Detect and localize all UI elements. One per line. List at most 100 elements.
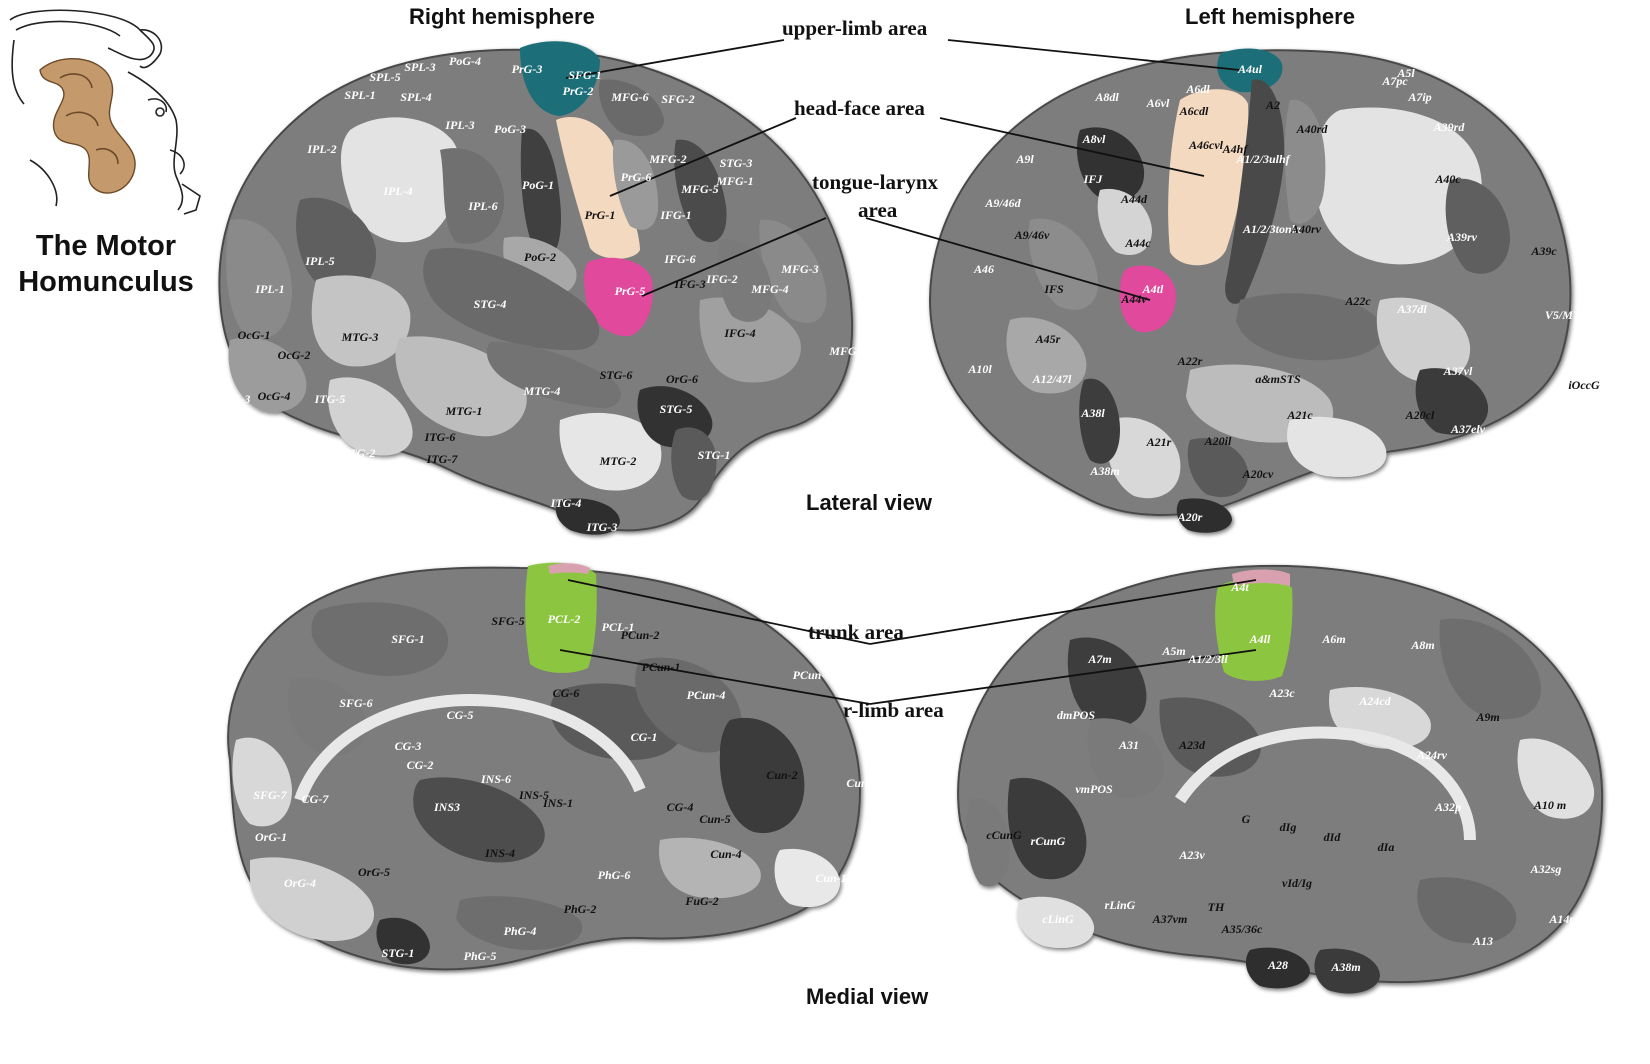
mtg2-region [559,412,662,491]
region-label: ITG-7 [426,452,459,466]
ccung-region [966,798,1010,887]
region-label: cLinG [1042,912,1074,926]
region-label: A20il [1204,434,1232,448]
region-label: FuG-2 [684,894,718,908]
upper-limb-callout: upper-limb area [782,16,928,40]
region-label: A5m [1161,644,1185,658]
region-label: A4ul [1237,62,1263,76]
sfg1-region [311,602,449,676]
mtg3-region [311,275,411,367]
a39rv-region [1445,178,1510,274]
region-label: IFG-6 [663,252,695,266]
region-label: PhG-6 [598,868,631,882]
callout-leader-lines [559,39,1257,705]
region-label: SPL-3 [404,60,435,74]
region-label: A20r [1177,510,1203,524]
region-label: A4ll [1249,632,1271,646]
region-label: CG-7 [302,792,330,806]
region-label: A6cdl [1179,104,1209,118]
region-label: dIa [1378,840,1395,854]
region-label: A46 [973,262,994,276]
a4ll-region [1215,578,1293,681]
region-label: SFG-1 [568,68,601,82]
region-label: ITG-5 [314,392,346,406]
region-label: OrG-6 [666,372,698,386]
pcl2-trunk-strip [548,563,590,574]
region-label: A14m [1548,912,1578,926]
region-label: SFG-6 [339,696,372,710]
region-label: SFG-1 [391,632,424,646]
region-label: A11m [1560,948,1590,962]
region-label: Cun-1 [815,871,846,885]
mtg4-region [486,341,621,409]
region-label: MFG-6 [610,90,648,104]
pog1-region [520,128,562,259]
region-label: A40c [1434,172,1461,186]
region-label: ITG-3 [586,520,618,534]
a28-region [1245,947,1310,989]
region-label: A4t [1230,580,1249,594]
region-label: PCun-4 [687,688,726,702]
left-lateral-brain [928,48,1572,533]
phg-region [456,896,583,950]
region-label: CG-5 [447,708,474,722]
stg1-region [671,427,717,501]
occipital-region [228,337,307,413]
region-label: IFG-1 [659,208,691,222]
region-label: A20cv [1242,467,1274,481]
sfg7-region [232,737,292,827]
region-label: A9/46v [1014,228,1050,242]
rcung-region [1007,777,1087,880]
ipl5-region [296,197,377,292]
a40rd-region [1284,99,1326,224]
region-label: A1/2/3tru [1505,54,1554,68]
ipl1-region [226,219,292,339]
region-label: SPL-4 [400,90,431,104]
region-label: OcG-2 [278,348,311,362]
region-label: A9l [1015,152,1034,166]
region-label: A37vl [1443,364,1473,378]
region-label: A23v [1178,848,1205,862]
region-label: A32sg [1530,862,1562,876]
region-label: A35/36c [1221,922,1263,936]
lateral-view-heading: Lateral view [806,490,932,515]
a4hf-region [1168,89,1249,266]
region-label: A1/2/3ll [1187,652,1228,666]
a45r-region [1006,317,1087,394]
region-label: CG-3 [395,739,422,753]
region-label: A23c [1268,686,1295,700]
region-label: A21c [1286,408,1313,422]
a4ul-region [1217,48,1283,93]
homunculus-cortex-strip [39,58,136,194]
region-label: A1/2/3ulhf [1235,152,1290,166]
a13-region [1417,877,1517,944]
ipl4-region [340,117,461,243]
ipl6-region [440,148,505,244]
region-label: A39rd [1433,120,1466,134]
insula-region [413,777,545,863]
tongue-larynx-callout-line1: tongue-larynx [812,170,938,194]
region-label: A9/46d [984,196,1021,210]
region-label: A40rv [1290,222,1322,236]
region-label: CG-4 [667,800,694,814]
region-label: PoG-1 [522,178,554,192]
region-label: IFG-3 [673,277,705,291]
region-label: MTG-3 [341,330,379,344]
region-label: A39rv [1446,230,1478,244]
region-label: A12/47l [1032,372,1072,386]
a20cl-region [1287,416,1387,477]
homunculus-title-line1: The Motor [35,230,177,262]
itg-lower-region [328,377,413,456]
right-lateral-brain [218,41,854,535]
homunculus-title: The Motor Homunculus [0,228,212,300]
region-label: OcG-4 [258,389,291,403]
region-label: A37dl [1396,302,1427,316]
region-label: PCL-1 [602,620,635,634]
region-label: PCun-1 [642,660,681,674]
head-face-callout: head-face area [794,96,925,120]
right-hemisphere-heading: Right hemisphere [409,4,595,29]
region-label: A45r [1035,332,1061,346]
region-label: STG-3 [720,156,753,170]
stg4-region [423,248,600,351]
